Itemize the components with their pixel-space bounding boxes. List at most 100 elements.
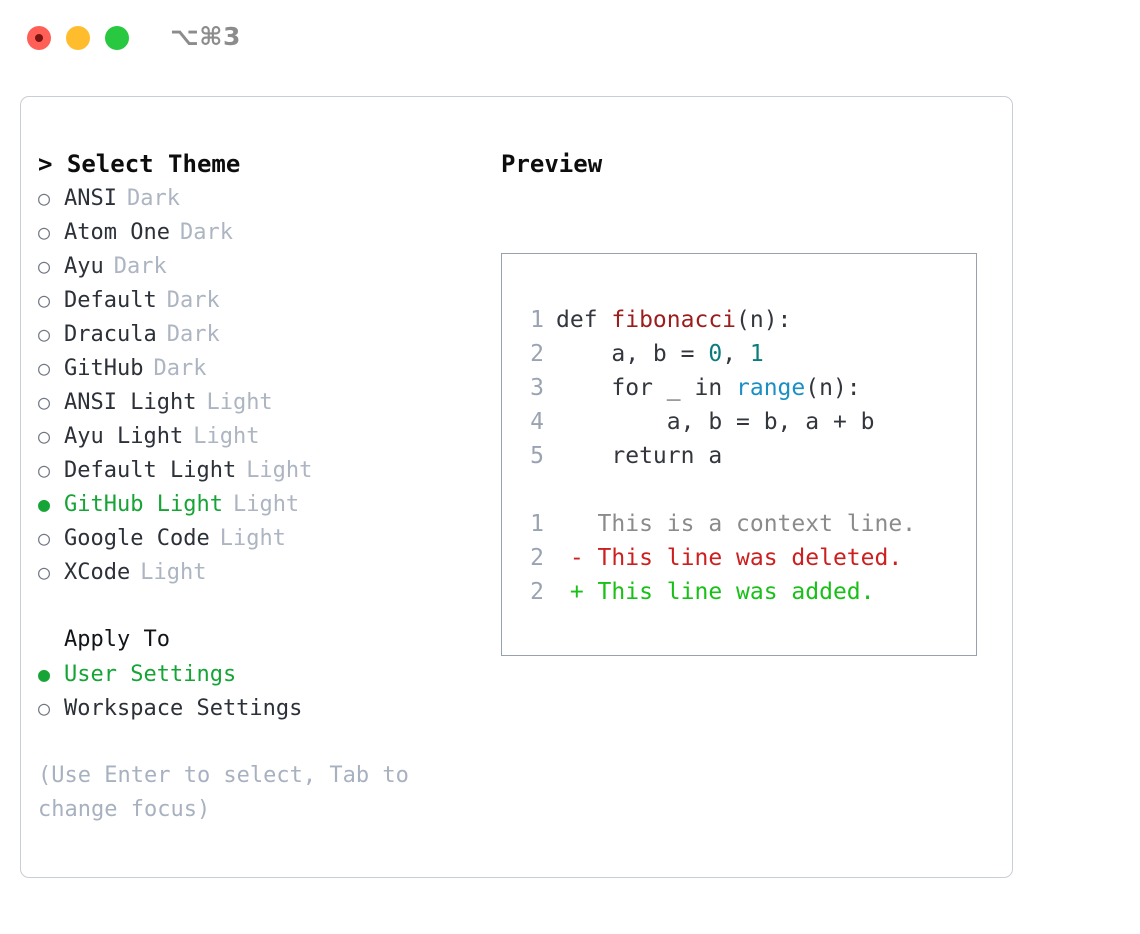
theme-item-tag: Dark: [126, 186, 180, 211]
diff-sign: -: [556, 545, 598, 571]
code-token: ,: [722, 341, 750, 367]
diff-line-text: This line was deleted.: [597, 545, 903, 571]
code-line-text: a, b = 0, 1: [556, 337, 764, 371]
theme-item-atom-one[interactable]: ○ Atom One Dark: [38, 215, 498, 249]
theme-item-github[interactable]: ○ GitHub Dark: [38, 351, 498, 385]
close-button[interactable]: [27, 26, 51, 50]
code-line: 4 a, b = b, a + b: [516, 405, 875, 439]
theme-item-dracula[interactable]: ○ Dracula Dark: [38, 317, 498, 351]
code-line-text: def fibonacci(n):: [556, 303, 791, 337]
code-token: fibonacci: [611, 307, 737, 333]
theme-item-label: Default: [64, 288, 157, 313]
apply-to-heading: Apply To: [64, 627, 170, 652]
code-token: return a: [556, 443, 723, 469]
radio-icon: ○: [38, 356, 51, 380]
line-number: 2: [530, 341, 544, 367]
window-controls: [27, 26, 129, 50]
theme-item-tag: Light: [193, 424, 260, 449]
theme-item-label: Ayu: [64, 254, 104, 279]
radio-icon: ○: [38, 458, 51, 482]
diff-line-number: 1: [530, 511, 544, 537]
theme-item-tag: Light: [219, 526, 286, 551]
code-line: 5 return a: [516, 439, 875, 473]
code-line: 3 for _ in range(n):: [516, 371, 875, 405]
radio-icon: ○: [38, 186, 51, 210]
line-number: 4: [530, 409, 544, 435]
title-bar: ⌥⌘3: [0, 0, 1140, 76]
diff-line: 1 This is a context line.: [516, 507, 916, 541]
apply-to-item-label: Workspace Settings: [64, 696, 303, 721]
apply-to-item-workspace-settings[interactable]: ○Workspace Settings: [38, 691, 498, 725]
code-line-text: a, b = b, a + b: [556, 405, 875, 439]
diff-line: 2 + This line was added.: [516, 575, 916, 609]
maximize-button[interactable]: [105, 26, 129, 50]
line-number: 3: [530, 375, 544, 401]
code-line: 1 def fibonacci(n):: [516, 303, 875, 337]
theme-item-label: GitHub Light: [64, 492, 223, 517]
theme-item-label: ANSI: [64, 186, 117, 211]
theme-item-ayu-light[interactable]: ○ Ayu Light Light: [38, 419, 498, 453]
theme-item-label: Dracula: [64, 322, 157, 347]
theme-item-tag: Light: [206, 390, 273, 415]
theme-item-tag: Dark: [179, 220, 233, 245]
line-number: 1: [530, 307, 544, 333]
theme-item-tag: Dark: [153, 356, 207, 381]
preview-heading: Preview: [501, 150, 603, 178]
diff-sign: [556, 507, 598, 541]
code-token: def: [556, 307, 612, 333]
theme-item-default[interactable]: ○ Default Dark: [38, 283, 498, 317]
code-line-text: for _ in range(n):: [556, 371, 861, 405]
theme-item-label: ANSI Light: [64, 390, 197, 415]
theme-item-label: Default Light: [64, 458, 237, 483]
radio-icon: ○: [38, 424, 51, 448]
theme-item-tag: Dark: [166, 322, 220, 347]
radio-selected-icon: ●: [38, 662, 51, 686]
theme-item-ansi[interactable]: ○ ANSI Dark: [38, 181, 498, 215]
radio-icon: ○: [38, 288, 51, 312]
theme-item-xcode[interactable]: ○ XCode Light: [38, 555, 498, 589]
minimize-button[interactable]: [66, 26, 90, 50]
diff-line-text: This is a context line.: [597, 511, 917, 537]
theme-item-default-light[interactable]: ○ Default Light Light: [38, 453, 498, 487]
theme-item-label: Atom One: [64, 220, 170, 245]
radio-icon: ○: [38, 322, 51, 346]
theme-item-tag: Light: [232, 492, 300, 517]
theme-item-label: GitHub: [64, 356, 144, 381]
apply-to-item-label: User Settings: [64, 662, 237, 687]
apply-to-list[interactable]: ● User Settings ○Workspace Settings: [38, 657, 498, 725]
code-token: a, b =: [556, 341, 709, 367]
theme-item-tag: Light: [246, 458, 313, 483]
radio-icon: ○: [38, 390, 51, 414]
code-token: 1: [749, 341, 764, 367]
code-token: (n):: [736, 307, 792, 333]
code-token: 0: [708, 341, 723, 367]
code-token: range: [736, 375, 806, 401]
theme-item-tag: Light: [140, 560, 207, 585]
diff-sign: +: [556, 579, 598, 605]
theme-item-label: XCode: [64, 560, 131, 585]
theme-item-tag: Dark: [166, 288, 220, 313]
radio-icon: ○: [38, 560, 51, 584]
theme-item-label: Google Code: [64, 526, 210, 551]
diff-preview: 1 This is a context line. 2 - This line w…: [516, 507, 916, 609]
code-line-text: return a: [556, 439, 722, 473]
keyboard-hint-text: (Use Enter to select, Tab to change focu…: [38, 763, 423, 822]
diff-line-number: 2: [530, 545, 544, 571]
theme-item-tag: Dark: [113, 254, 167, 279]
code-token: (n):: [805, 375, 861, 401]
code-token: a, b = b, a + b: [556, 409, 875, 435]
theme-item-label: Ayu Light: [64, 424, 184, 449]
list-spacer: [38, 589, 498, 623]
radio-icon: ○: [38, 220, 51, 244]
theme-item-ansi-light[interactable]: ○ ANSI Light Light: [38, 385, 498, 419]
apply-to-item-user-settings[interactable]: ● User Settings: [38, 657, 498, 691]
